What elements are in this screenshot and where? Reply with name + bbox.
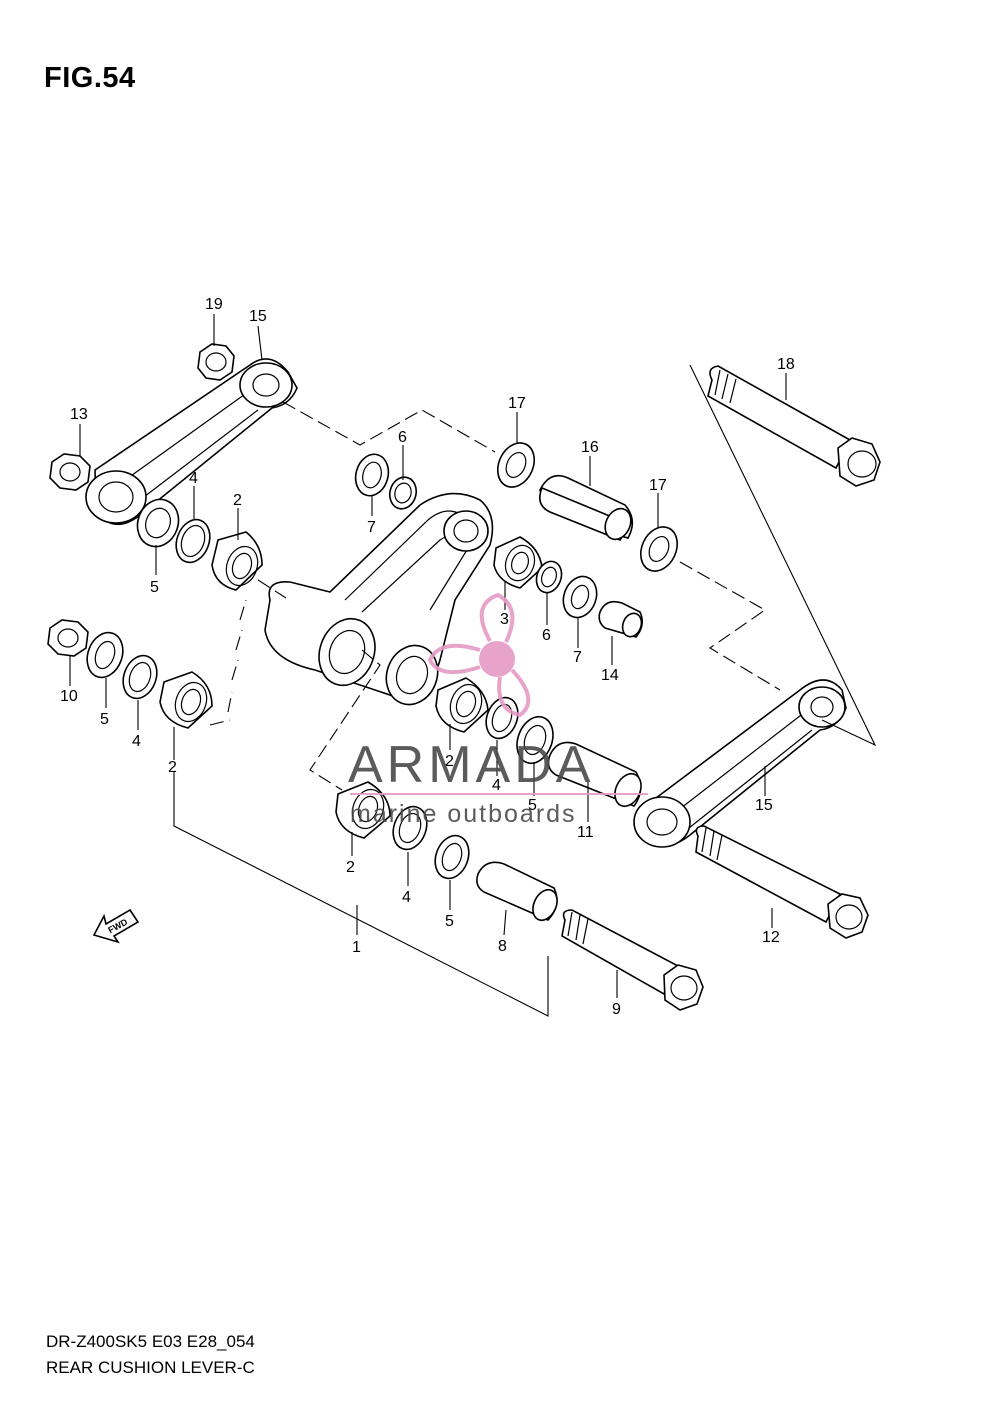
- callout: 6: [398, 429, 407, 446]
- seal-4-right[interactable]: [481, 693, 524, 743]
- bearing-2-upper[interactable]: [211, 531, 263, 591]
- callout: 15: [249, 308, 267, 325]
- spacer-8[interactable]: [476, 861, 562, 924]
- callout: 17: [508, 395, 526, 412]
- seal-4-lower-left[interactable]: [117, 651, 162, 703]
- washer-7-upper[interactable]: [351, 451, 393, 500]
- callout: 5: [100, 711, 109, 728]
- callout: 10: [60, 688, 78, 705]
- callout: 14: [601, 667, 619, 684]
- callout: 4: [492, 777, 501, 794]
- bolt-9[interactable]: [561, 909, 704, 1011]
- callout: 17: [649, 477, 667, 494]
- seal-6-upper[interactable]: [386, 474, 419, 512]
- seal-4-bottom[interactable]: [387, 802, 432, 854]
- callout: 4: [402, 889, 411, 906]
- washer-5-right[interactable]: [511, 712, 559, 769]
- cushion-lever[interactable]: [264, 492, 494, 712]
- callout: 2: [445, 753, 454, 770]
- bearing-2-lower-left[interactable]: [159, 671, 213, 729]
- callout-labels: 19 15 13 17 6 7 18 16 17 4 2 5 3 6 7 14 …: [60, 296, 795, 1018]
- callout: 5: [150, 579, 159, 596]
- nut-13[interactable]: [49, 453, 91, 491]
- callout: 3: [500, 611, 509, 628]
- armada-watermark: ARMADA marine outboards: [348, 592, 648, 828]
- watermark-brand: ARMADA: [348, 736, 594, 794]
- seal-6-middle[interactable]: [532, 558, 565, 596]
- washer-17-upper[interactable]: [491, 437, 541, 493]
- watermark-tagline: marine outboards: [350, 800, 577, 828]
- callout: 4: [132, 733, 141, 750]
- washer-5-bottom[interactable]: [429, 831, 474, 883]
- link-rod-upper[interactable]: [85, 358, 298, 526]
- callout: 2: [233, 492, 242, 509]
- bolt-12[interactable]: [695, 825, 869, 939]
- callout: 6: [542, 627, 551, 644]
- washer-5-lower-left[interactable]: [81, 628, 129, 683]
- model-code: DR-Z400SK5 E03 E28_054: [46, 1332, 255, 1351]
- section-name: REAR CUSHION LEVER-C: [46, 1358, 255, 1377]
- callout: 15: [755, 797, 773, 814]
- callout: 11: [577, 824, 594, 841]
- callout: 7: [367, 519, 376, 536]
- callout: 13: [70, 406, 88, 423]
- callout: 5: [528, 797, 537, 814]
- callout: 18: [777, 356, 795, 373]
- callout: 16: [581, 439, 599, 456]
- callout: 2: [168, 759, 177, 776]
- callout: 19: [205, 296, 223, 313]
- fwd-arrow: FWD: [92, 908, 140, 944]
- callout: 5: [445, 913, 454, 930]
- washer-5-upper[interactable]: [131, 494, 185, 553]
- callout: 8: [498, 938, 507, 955]
- nut-10[interactable]: [47, 619, 89, 657]
- spacer-11[interactable]: [547, 741, 646, 810]
- callout: 1: [352, 939, 361, 956]
- bearing-3[interactable]: [493, 536, 543, 589]
- assembly-guides: [209, 364, 877, 791]
- washer-17-lower[interactable]: [634, 521, 684, 577]
- bolt-18[interactable]: [707, 365, 881, 487]
- bearing-2-bottom[interactable]: [335, 781, 391, 839]
- nut-19[interactable]: [197, 343, 235, 381]
- link-rod-lower[interactable]: [633, 679, 847, 848]
- propeller-logo-icon: [427, 592, 531, 718]
- callout: 9: [612, 1001, 621, 1018]
- figure-title: FIG.54: [44, 62, 136, 94]
- leader-lines: [69, 314, 787, 1017]
- spacer-16[interactable]: [539, 474, 636, 544]
- seal-4-upper[interactable]: [170, 515, 215, 567]
- washer-7-middle[interactable]: [558, 572, 602, 622]
- callout: 2: [346, 859, 355, 876]
- bearing-2-right[interactable]: [435, 677, 489, 733]
- spacer-14[interactable]: [598, 600, 644, 640]
- callout: 4: [189, 470, 198, 487]
- callout: 12: [762, 929, 780, 946]
- callout: 7: [573, 649, 582, 666]
